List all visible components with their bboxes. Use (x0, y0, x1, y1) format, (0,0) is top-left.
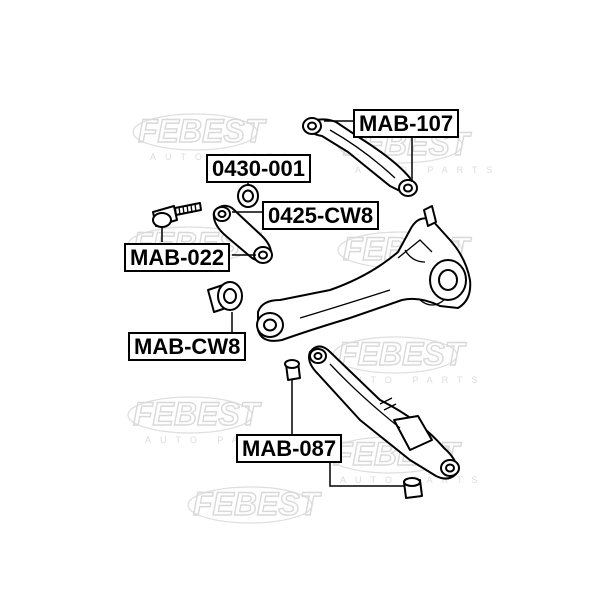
watermark-brand: FEBEST (133, 396, 262, 432)
part-label-0430-001: 0430-001 (206, 154, 311, 183)
watermark-tagline: AUTO PARTS (340, 375, 487, 385)
leader-lines (161, 120, 413, 487)
watermark-brand: FEBEST (338, 336, 467, 372)
lateral-arm (212, 204, 273, 264)
watermark-bottom: FEBEST (187, 485, 322, 524)
bushing-mab-cw8 (207, 281, 243, 313)
lower-arm (308, 345, 460, 480)
bolt (152, 202, 202, 228)
watermark-center-right: FEBEST AUTO PARTS (332, 335, 487, 385)
watermark-brand: FEBEST (138, 113, 267, 149)
bushing-mab-087-lower (403, 477, 423, 499)
bushing-0430-001 (237, 184, 259, 208)
leader-mab087-lower (329, 458, 404, 487)
trailing-arm (256, 205, 472, 342)
watermark-lower-left: FEBEST AUTO PARTS (127, 395, 292, 445)
part-label-mab-087: MAB-087 (236, 434, 343, 463)
part-label-0425-cw8: 0425-CW8 (262, 201, 380, 230)
part-label-mab-cw8: MAB-CW8 (128, 332, 247, 361)
watermark-tagline: AUTO PARTS (355, 165, 502, 175)
part-label-mab-107: MAB-107 (353, 109, 460, 138)
part-label-mab-022: MAB-022 (124, 243, 231, 272)
watermark-brand: FEBEST (193, 486, 322, 522)
bushing-mab-087-upper (284, 359, 301, 381)
upper-control-arm (302, 117, 418, 197)
watermark-tagline: AUTO PARTS (145, 435, 292, 445)
